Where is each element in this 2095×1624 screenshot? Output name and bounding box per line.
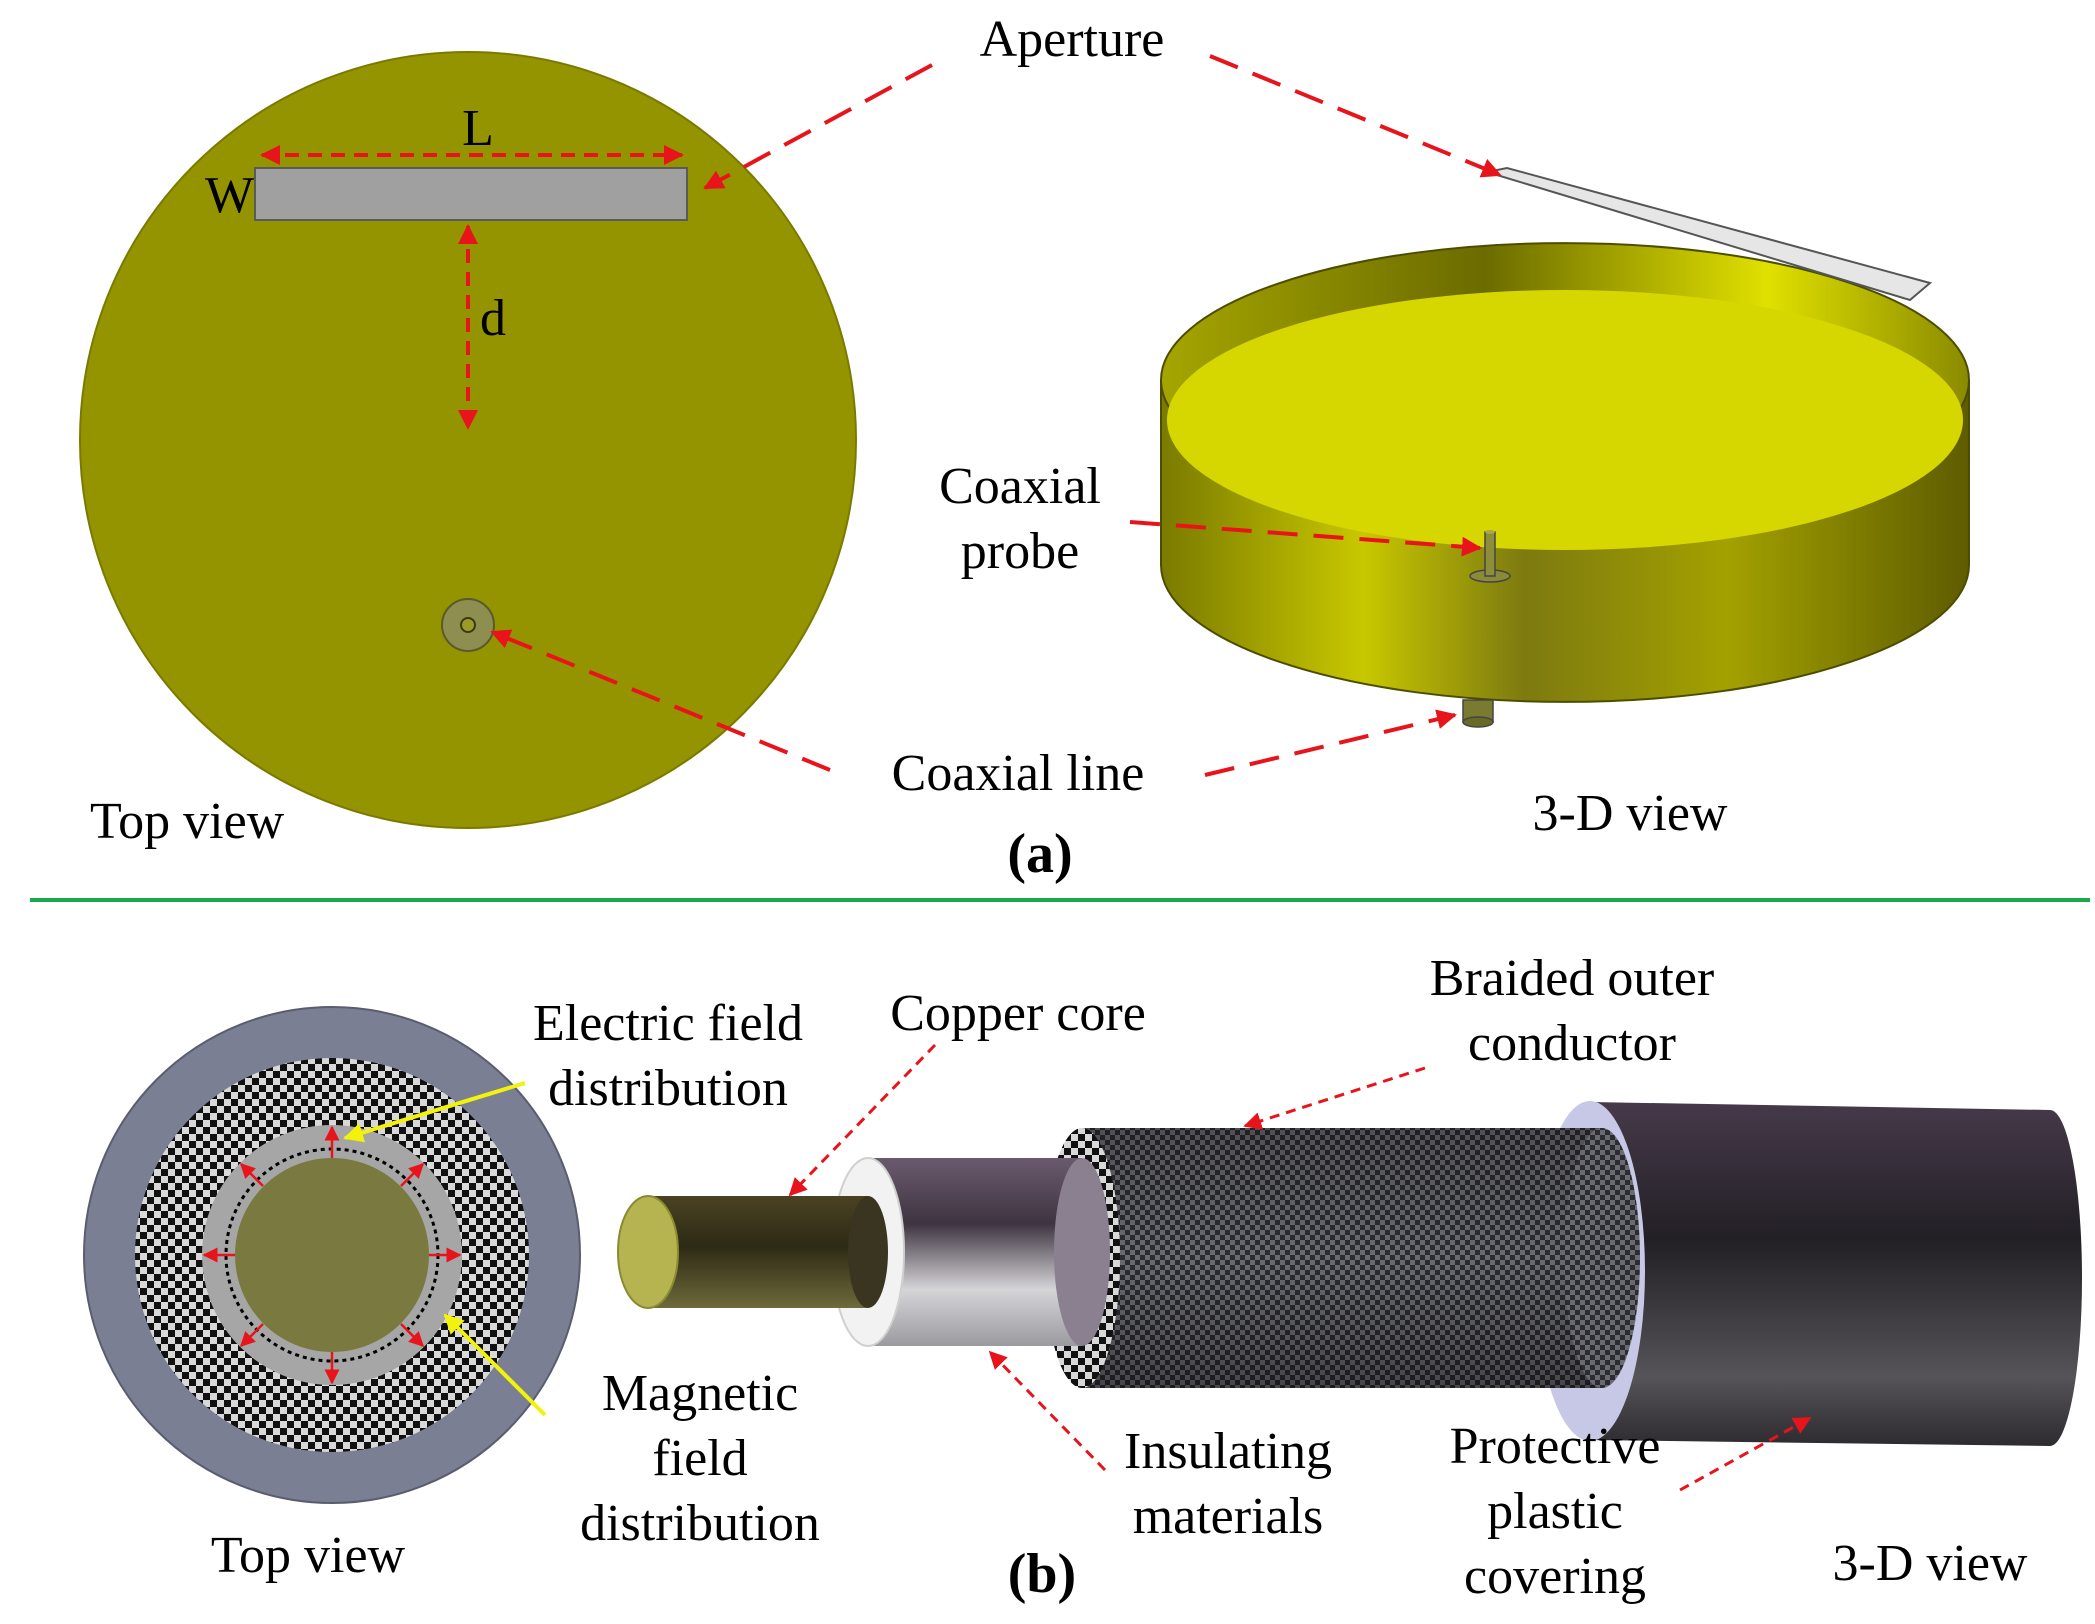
coax-cable-3d [617, 1101, 2082, 1446]
coaxial-line-label: Coaxial line [892, 745, 1145, 802]
coaxial-line-3d [1462, 699, 1494, 728]
insulating-label-line2: materials [1133, 1488, 1324, 1545]
coaxial-probe-pointer [1129, 520, 1482, 557]
magnetic-field-label-line1: Magnetic [602, 1365, 798, 1422]
panel-b-top-view-label: Top view [211, 1527, 406, 1584]
coaxial-line-pointer-left [490, 629, 831, 772]
magnetic-field-pointer [443, 1313, 547, 1417]
panel-a-caption: (a) [1007, 823, 1072, 885]
aperture-label: Aperture [980, 11, 1165, 68]
braided-conductor-label-line2: conductor [1468, 1015, 1676, 1072]
cavity-3d-view [1160, 166, 1970, 728]
protective-covering-label-line3: covering [1464, 1548, 1646, 1605]
dimension-d-label: d [480, 290, 506, 347]
panel-a-top-view-label: Top view [90, 793, 285, 850]
protective-covering-label-line1: Protective [1450, 1418, 1661, 1475]
braided-conductor-label-line1: Braided outer [1430, 950, 1714, 1007]
braided-conductor-pointer [1243, 1066, 1426, 1130]
panel-b: Electric field distribution Copper core … [83, 950, 2082, 1605]
magnetic-field-label-line2: field [652, 1430, 747, 1487]
coaxial-line-pointer-right [1204, 709, 1457, 777]
coaxial-probe-3d [1469, 530, 1511, 583]
magnetic-field-label-line3: distribution [580, 1495, 820, 1552]
copper-core-face [617, 1195, 679, 1309]
coaxial-line-top-view [441, 598, 495, 652]
inner-core-section [235, 1158, 429, 1352]
copper-core-3d [648, 1196, 868, 1308]
protective-jacket-3d [1590, 1102, 2082, 1446]
insulating-label-line1: Insulating [1124, 1423, 1332, 1480]
protective-covering-label-line2: plastic [1487, 1483, 1623, 1540]
aperture-slot [254, 167, 688, 221]
coax-cross-section [83, 1006, 581, 1504]
aperture-pointer-left [703, 63, 933, 190]
panel-b-caption: (b) [1008, 1543, 1076, 1605]
panel-a: L W d Aperture Coaxial probe [79, 11, 1970, 885]
insulating-pointer [988, 1350, 1107, 1472]
top-view-patch [79, 51, 857, 829]
dimension-W-label: W [205, 167, 254, 224]
panel-a-3d-view-label: 3-D view [1533, 785, 1728, 842]
coaxial-probe-label-line1: Coaxial [939, 458, 1101, 515]
dimension-L-label: L [462, 100, 494, 157]
panel-b-3d-view-label: 3-D view [1833, 1535, 2028, 1592]
electric-field-label-line1: Electric field [533, 995, 803, 1052]
copper-core-pointer [788, 1043, 937, 1197]
electric-field-arrows [202, 1125, 462, 1385]
electric-field-pointer [343, 1081, 526, 1143]
aperture-pointer-right [1209, 54, 1502, 178]
electric-field-label-line2: distribution [548, 1060, 788, 1117]
coaxial-probe-label-line2: probe [961, 523, 1079, 580]
protective-covering-pointer [1679, 1416, 1812, 1492]
copper-core-label: Copper core [890, 985, 1146, 1042]
